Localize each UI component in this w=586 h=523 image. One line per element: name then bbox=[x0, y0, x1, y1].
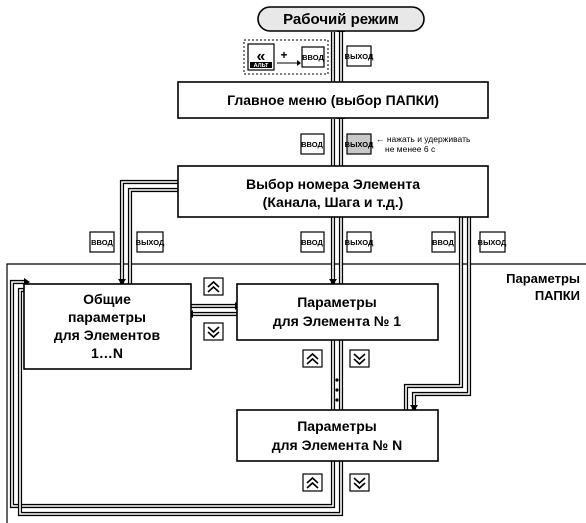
mode-label: Рабочий режим bbox=[283, 11, 399, 28]
double-down-arrow-icon bbox=[203, 322, 224, 341]
param-element-1-line2: для Элемента № 1 bbox=[273, 313, 401, 329]
double-up-arrow-icon bbox=[302, 349, 323, 368]
connector-select-paramN bbox=[403, 217, 472, 410]
folder-label-line1: Параметры bbox=[506, 271, 580, 286]
enter-key-main bbox=[300, 133, 325, 155]
select-element-box bbox=[177, 165, 489, 218]
connector-mode-main bbox=[330, 32, 344, 82]
connector-select-param1 bbox=[330, 217, 344, 284]
enter-key-top-label: ВВОД bbox=[302, 53, 324, 62]
connector-select-common bbox=[119, 179, 178, 284]
connector-paramN-common bbox=[9, 279, 344, 517]
hold-note-line1: ← нажать и удерживать bbox=[376, 134, 471, 144]
exit-key-common-label: ВЫХОД bbox=[136, 238, 165, 247]
folder-label-line2: ПАПКИ bbox=[535, 288, 580, 303]
connector-common-param1 bbox=[191, 303, 237, 317]
common-params-line3: для Элементов bbox=[54, 327, 161, 343]
enter-key-top bbox=[301, 46, 325, 68]
param-element-1-line1: Параметры bbox=[297, 294, 377, 310]
select-element-label-line1: Выбор номера Элемента bbox=[246, 176, 420, 192]
main-menu-box bbox=[177, 81, 489, 119]
enter-key-param1 bbox=[300, 231, 325, 253]
double-up-arrow-icon bbox=[203, 277, 224, 296]
enter-key-main-label: ВВОД bbox=[301, 140, 323, 149]
enter-key-paramN-label: ВВОД bbox=[432, 238, 454, 247]
enter-key-param1-label: ВВОД bbox=[301, 238, 323, 247]
exit-key-main-label: ВЫХОД bbox=[345, 140, 374, 149]
enter-key-common-label: ВВОД bbox=[91, 238, 113, 247]
alt-key-label: АЛЬТ bbox=[254, 63, 269, 69]
exit-key-param1-label: ВЫХОД bbox=[345, 238, 374, 247]
double-down-arrow-icon bbox=[349, 473, 370, 492]
exit-key-param1 bbox=[346, 231, 372, 253]
main-menu-label: Главное меню (выбор ПАПКИ) bbox=[227, 92, 439, 108]
param-element-1-box bbox=[236, 283, 439, 341]
exit-key-top bbox=[346, 45, 372, 67]
connector-main-select bbox=[330, 119, 344, 166]
enter-key-common bbox=[89, 231, 115, 253]
mode-box bbox=[257, 6, 425, 32]
select-element-label-line2: (Канала, Шага и т.д.) bbox=[263, 194, 404, 210]
param-element-n-line1: Параметры bbox=[297, 418, 377, 434]
connector-param1-paramN bbox=[330, 340, 344, 410]
hold-note-line2: не менее 6 с bbox=[385, 144, 436, 154]
plus-sign: + bbox=[280, 48, 287, 62]
param-element-n-box bbox=[236, 409, 439, 462]
enter-key-paramN bbox=[431, 231, 456, 253]
common-params-box bbox=[23, 283, 192, 370]
double-left-arrow-icon: « bbox=[257, 48, 266, 65]
exit-key-paramN bbox=[479, 231, 506, 253]
alt-key: « АЛЬТ bbox=[247, 43, 275, 71]
key-combo-frame bbox=[243, 39, 329, 75]
double-down-arrow-icon bbox=[349, 349, 370, 368]
exit-key-paramN-label: ВЫХОД bbox=[478, 238, 507, 247]
folder-region-border bbox=[6, 263, 586, 523]
common-params-line4: 1…N bbox=[91, 345, 123, 361]
common-params-line1: Общие bbox=[83, 291, 131, 307]
param-element-n-line2: для Элемента № N bbox=[272, 437, 403, 453]
exit-key-main-gray bbox=[346, 133, 372, 155]
exit-key-common bbox=[136, 231, 164, 253]
exit-key-top-label: ВЫХОД bbox=[345, 52, 374, 61]
double-up-arrow-icon bbox=[302, 473, 323, 492]
ellipsis-dots bbox=[335, 378, 339, 402]
common-params-line2: параметры bbox=[68, 309, 146, 325]
